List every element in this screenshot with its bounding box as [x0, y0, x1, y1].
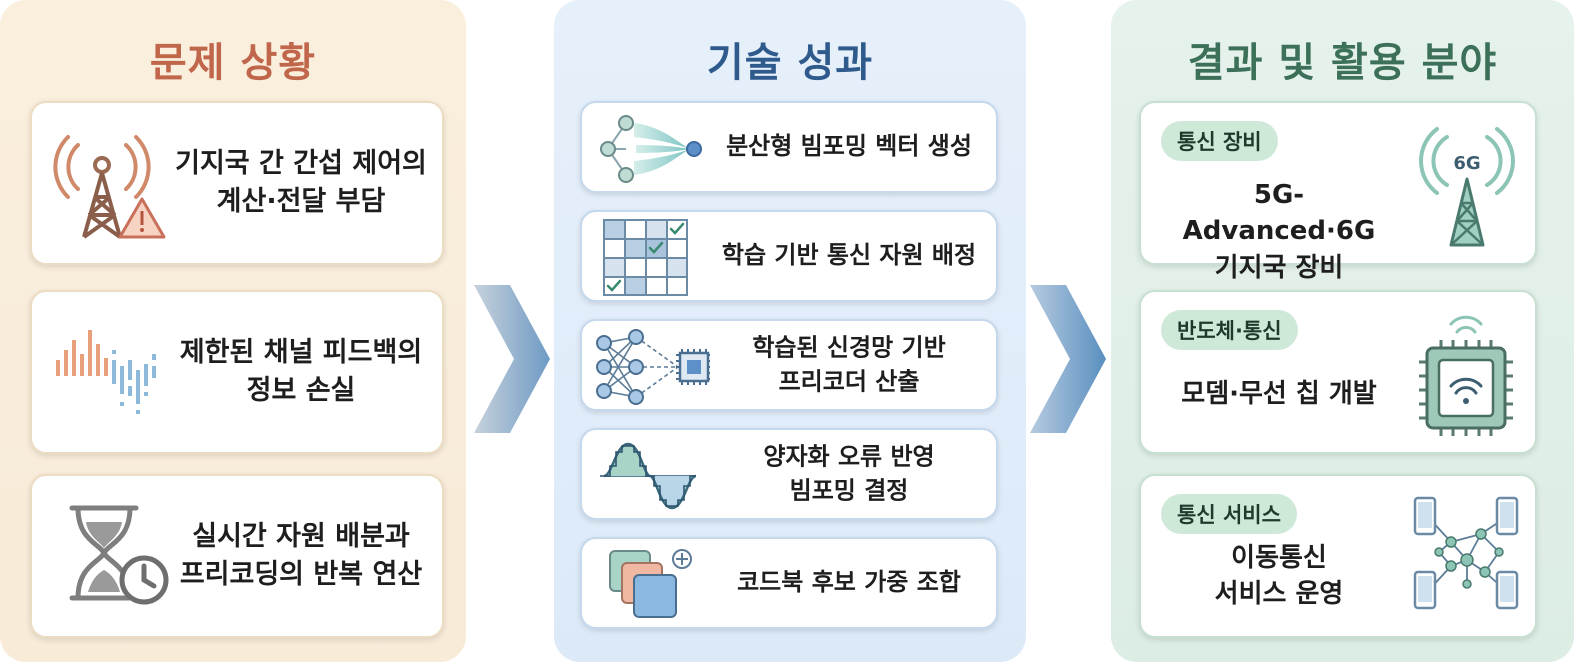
device-network-icon: [1407, 494, 1527, 614]
result-card-semiconductor: 반도체·통신 모뎀·무선 칩 개발: [1139, 290, 1537, 454]
tech-card-resource-allocation: 학습 기반 통신 자원 배정: [580, 210, 998, 302]
tech-card-beamforming: 분산형 빔포밍 벡터 생성: [580, 101, 998, 193]
result-title: 결과 및 활용 분야: [1187, 40, 1498, 86]
category-tag: 반도체·통신: [1161, 310, 1298, 350]
result-card-line1: 이동통신: [1231, 543, 1327, 573]
problem-card-computation: 실시간 자원 배분과 프리코딩의 반복 연산: [30, 474, 444, 638]
tech-card-line1: 분산형 빔포밍 벡터 생성: [726, 132, 972, 161]
category-tag: 통신 장비: [1161, 121, 1278, 161]
tech-card-line2: 프리코더 산출: [778, 367, 920, 395]
signal-bars-icon: [52, 320, 162, 420]
problem-card-line2: 정보 손실: [246, 375, 356, 406]
problem-card-feedback: 제한된 채널 피드백의 정보 손실: [30, 290, 444, 454]
tech-title: 기술 성과: [706, 40, 874, 86]
chevron-right-icon: [474, 285, 550, 437]
beam-fan-icon: [594, 109, 704, 189]
problem-card-line1: 제한된 채널 피드백의: [179, 337, 423, 369]
problem-panel: 문제 상황 기지국 간 간섭 제어의 계산·전달 부담: [0, 0, 466, 662]
tech-card-quantization: 양자화 오류 반영 빔포밍 결정: [580, 428, 998, 520]
result-card-telecom-equipment: 통신 장비 5G-Advanced·6G 기지국 장비 6G: [1139, 101, 1537, 283]
chevron-right-icon: [1030, 285, 1106, 437]
tech-card-line1: 학습 기반 통신 자원 배정: [721, 241, 977, 270]
result-card-line1: 모뎀·무선 칩 개발: [1181, 379, 1377, 409]
problem-card-line1: 실시간 자원 배분과: [192, 521, 410, 553]
grid-check-icon: [602, 218, 692, 298]
tech-card-line1: 학습된 신경망 기반: [752, 333, 946, 362]
tech-card-line1: 양자화 오류 반영: [763, 442, 935, 471]
problem-card-line2: 프리코딩의 반복 연산: [179, 559, 423, 590]
category-tag: 통신 서비스: [1161, 494, 1297, 534]
tech-card-line2: 빔포밍 결정: [789, 476, 909, 504]
tech-panel: 기술 성과 분산형 빔포밍 벡터 생성: [554, 0, 1026, 662]
hourglass-clock-icon: [62, 500, 172, 610]
quantized-wave-icon: [596, 436, 706, 516]
result-card-line1: 5G-Advanced·6G: [1182, 180, 1376, 247]
problem-title: 문제 상황: [149, 40, 317, 86]
neural-network-chip-icon: [592, 327, 712, 407]
tech-card-neural-precoder: 학습된 신경망 기반 프리코더 산출: [580, 319, 998, 411]
result-panel: 결과 및 활용 분야 통신 장비 5G-Advanced·6G 기지국 장비 6…: [1111, 0, 1574, 662]
6g-badge: 6G: [1453, 153, 1480, 174]
result-card-mobile-service: 통신 서비스 이동통신 서비스 운영: [1139, 474, 1537, 638]
problem-card-line1: 기지국 간 간섭 제어의: [175, 148, 427, 180]
result-card-line2: 기지국 장비: [1214, 252, 1344, 283]
problem-card-interference: 기지국 간 간섭 제어의 계산·전달 부담: [30, 101, 444, 265]
tech-card-codebook: 코드북 후보 가중 조합: [580, 537, 998, 629]
problem-card-line2: 계산·전달 부담: [216, 186, 386, 217]
wifi-chip-icon: [1411, 306, 1521, 442]
result-card-line2: 서비스 운영: [1214, 579, 1344, 610]
codebook-stack-icon: [604, 545, 704, 625]
6g-tower-icon: 6G: [1417, 123, 1517, 253]
cell-tower-warning-icon: [50, 125, 170, 245]
tech-card-line1: 코드북 후보 가중 조합: [737, 568, 961, 597]
